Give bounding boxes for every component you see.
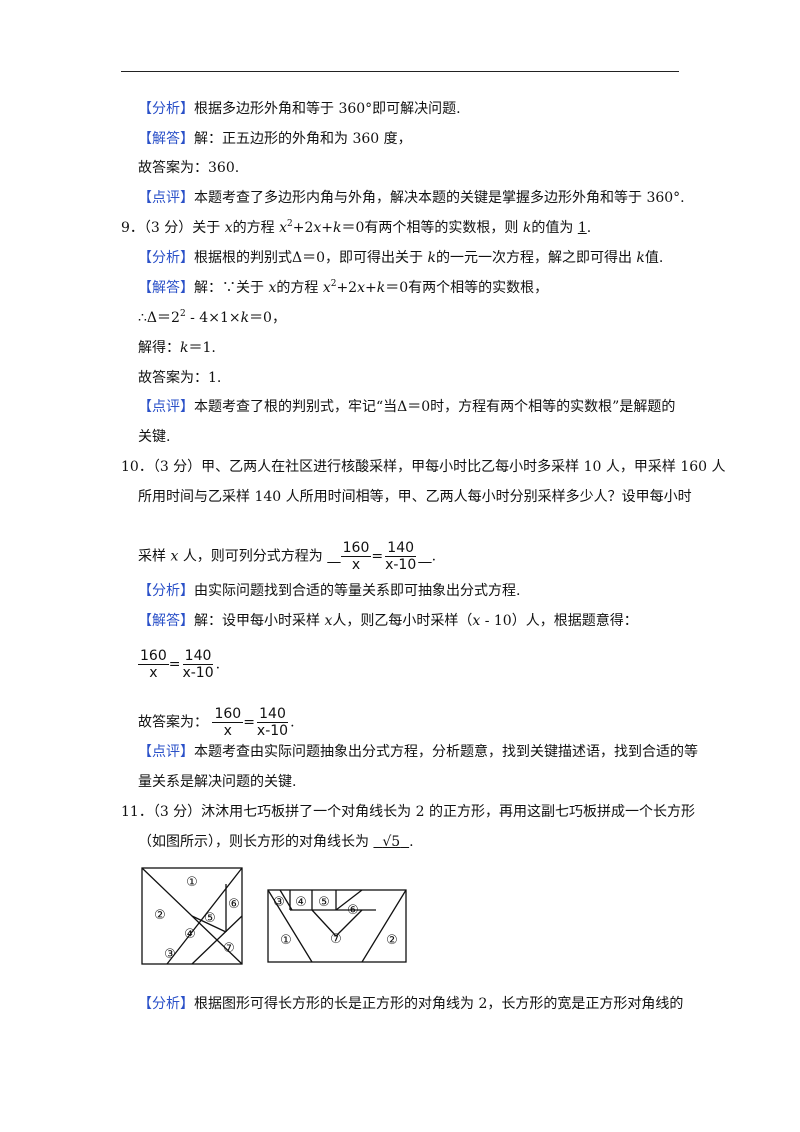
- svg-text:③: ③: [273, 895, 285, 910]
- square-tangram: [141, 867, 243, 965]
- svg-text:②: ②: [386, 933, 398, 948]
- rectangle-tangram: [267, 889, 407, 963]
- sq-label-4: ④: [184, 927, 196, 942]
- q11-analysis: 【分析】根据图形可得长方形的长是正方形的对角线为 2，长方形的宽是正方形对角线的: [138, 996, 684, 1012]
- analysis-tag: 【分析】: [138, 101, 194, 117]
- svg-text:④: ④: [295, 895, 307, 910]
- svg-text:⑥: ⑥: [347, 903, 359, 918]
- q9-answer: 【解答】解：∵关于 x的方程 x2+2x+k＝0有两个相等的实数根，: [138, 279, 549, 297]
- comment-tag: 【点评】: [138, 190, 194, 206]
- sq-label-6: ⑥: [228, 897, 240, 912]
- sq-label-1: ①: [186, 875, 198, 890]
- q8-analysis: 【分析】根据多边形外角和等于 360°即可解决问题.: [138, 101, 461, 117]
- svg-text:⑤: ⑤: [318, 895, 330, 910]
- header-rule: [121, 71, 679, 72]
- q9-answer-blank: 1: [577, 220, 587, 236]
- q10-line1: 10．（3 分）甲、乙两人在社区进行核酸采样，甲每小时比乙每小时多采样 10 人…: [121, 459, 726, 475]
- svg-text:⑦: ⑦: [330, 932, 342, 947]
- sq-label-3: ③: [164, 947, 176, 962]
- q8-final: 故答案为：360.: [138, 160, 240, 176]
- q10-comment-2: 量关系是解决问题的关键.: [138, 774, 297, 790]
- sq-label-2: ②: [154, 908, 166, 923]
- q9-analysis: 【分析】根据根的判别式Δ＝0，即可得出关于 k的一元一次方程，解之即可得出 k值…: [138, 250, 664, 266]
- q11-answer-blank: √5: [382, 834, 401, 850]
- q10-line2: 所用时间与乙采样 140 人所用时间相等，甲、乙两人每小时分别采样多少人？设甲每…: [138, 489, 692, 505]
- q9-stem: 9．（3 分）关于 x的方程 x2+2x+k＝0有两个相等的实数根，则 k的值为…: [121, 219, 592, 237]
- sq-label-7: ⑦: [223, 941, 235, 956]
- q11-line1: 11．（3 分）沐沐用七巧板拼了一个对角线长为 2 的正方形，再用这副七巧板拼成…: [121, 804, 695, 820]
- q11-line2: （如图所示），则长方形的对角线长为 √5 .: [138, 834, 414, 850]
- q10-comment: 【点评】本题考查由实际问题抽象出分式方程，分析题意，找到关键描述语，找到合适的等: [138, 744, 698, 760]
- q9-final: 故答案为：1.: [138, 370, 222, 386]
- q9-step2: 解得：k＝1.: [138, 340, 216, 356]
- svg-text:①: ①: [280, 933, 292, 948]
- q10-analysis: 【分析】由实际问题找到合适的等量关系即可抽象出分式方程.: [138, 583, 521, 599]
- q8-comment: 【点评】本题考查了多边形内角与外角，解决本题的关键是掌握多边形外角和等于 360…: [138, 190, 685, 206]
- sq-label-5: ⑤: [204, 911, 216, 926]
- answer-tag: 【解答】: [138, 131, 194, 147]
- tangram-figure: ① ② ③ ④ ⑤ ⑥ ⑦ ① ② ③ ④ ⑤ ⑥ ⑦: [141, 867, 407, 965]
- q9-comment: 【点评】本题考查了根的判别式，牢记“当Δ＝0时，方程有两个相等的实数根”是解题的: [138, 399, 676, 415]
- q9-comment-2: 关键.: [138, 429, 171, 445]
- q9-step1: ∴Δ＝22 - 4×1×k＝0，: [138, 309, 286, 327]
- q10-answer: 【解答】解：设甲每小时采样 x人，则乙每小时采样（x - 10）人，根据题意得：: [138, 613, 638, 629]
- q8-answer: 【解答】解：正五边形的外角和为 360 度，: [138, 131, 412, 147]
